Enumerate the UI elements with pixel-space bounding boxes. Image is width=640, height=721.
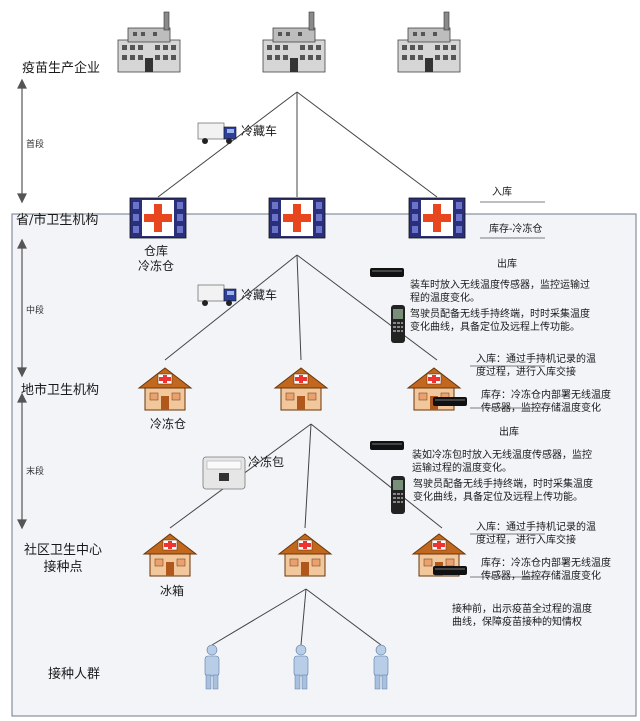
stage-last: 末段 [26,467,45,477]
temperature-sensor-icon [370,441,404,450]
truck-label: 冷藏车 [241,124,278,138]
cold-storage-label: 冷冻仓 [150,417,187,431]
truck-label: 冷藏车 [241,288,278,302]
hospital-icon [129,197,187,239]
level-provincial: 省/市卫生机构 [16,213,99,228]
final-note: 接种前，出示疫苗全过程的温度 曲线，保障疫苗接种的知情权 [452,604,592,628]
hospital-icon [268,197,326,239]
stage-timeline [17,78,27,530]
last-sensor-note: 装如冷冻包时放入无线温度传感器，监控 运输过程的温度变化。 [412,450,592,474]
middle-handheld-note: 驾驶员配备无线手持终端，时时采集温度 变化曲线，具备定位及远程上传功能。 [410,309,590,333]
level-community: 社区卫生中心 接种点 [24,543,103,575]
cold-bag-icon [202,456,246,490]
stage-middle: 中段 [26,306,45,316]
factory-icon [262,11,326,73]
middle-sensor-note: 装车时放入无线温度传感器，监控运输过 程的温度变化。 [410,280,590,304]
handheld-terminal-icon [391,305,405,343]
temperature-sensor-icon [433,397,467,406]
cold-bag-label: 冷冻包 [248,455,285,469]
middle-inbound-note: 入库：通过手持机记录的温 度过程，进行入库交接 [476,354,596,378]
middle-stock-note: 库存：冷冻仓内部署无线温度 传感器，监控存储温度变化 [481,390,611,414]
level-municipal: 地市卫生机构 [21,383,100,398]
factory-icon [117,11,181,73]
last-handheld-note: 驾驶员配备无线手持终端，时时采集温度 变化曲线，具备定位及远程上传功能。 [413,479,593,503]
middle-outbound-note: 出库 [499,427,519,438]
label-rules [470,201,545,578]
temperature-sensor-icon [433,566,467,575]
warehouse-label: 仓库 冷冻仓 [138,244,175,273]
refrigerated-truck-icon [197,122,237,145]
hospital-icon [408,197,466,239]
distribution-lines [157,91,443,646]
level-recipients: 接种人群 [48,667,101,682]
last-stock-note: 库存：冷冻仓内部署无线温度 传感器，监控存储温度变化 [481,558,611,582]
fridge-label: 冰箱 [160,584,185,598]
temperature-sensor-icon [370,268,404,277]
stage-first: 首段 [26,140,45,150]
provincial-inbound: 入库 [492,187,512,198]
region-box [11,213,637,717]
last-inbound-note: 入库：通过手持机记录的温 度过程，进行入库交接 [476,522,596,546]
level-manufacturer: 疫苗生产企业 [22,61,101,76]
provincial-stock: 库存-冷冻仓 [489,224,543,235]
handheld-terminal-icon [391,476,405,514]
provincial-outbound: 出库 [497,259,517,270]
factory-icon [397,11,461,73]
